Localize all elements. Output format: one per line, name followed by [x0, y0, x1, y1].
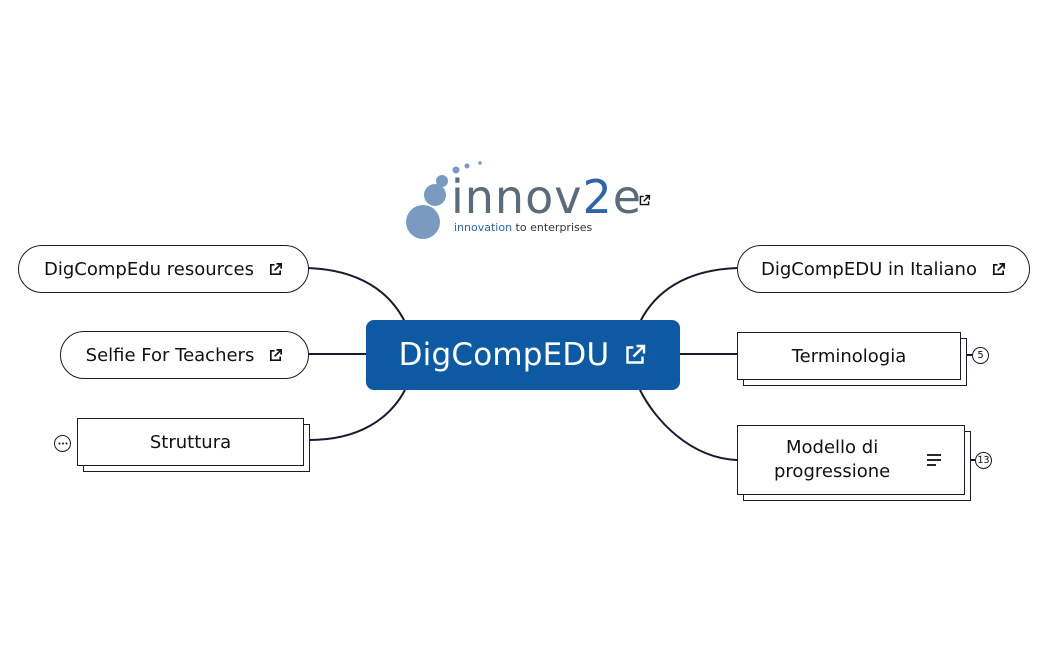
- notes-icon[interactable]: [926, 453, 942, 467]
- logo-word-digit: 2: [582, 170, 613, 224]
- ellipsis-icon[interactable]: [54, 435, 71, 452]
- logo-tagline: innovation to enterprises: [454, 221, 592, 234]
- connector-italiano: [639, 267, 738, 323]
- external-link-icon[interactable]: [268, 262, 283, 277]
- external-link-icon[interactable]: [623, 343, 647, 367]
- topic-label-line2: progressione: [774, 461, 891, 482]
- topic-label-line1: Modello di: [785, 437, 879, 458]
- topic-label: DigCompEdu resources: [44, 258, 254, 280]
- topic-label: Modello di progressione: [774, 436, 890, 484]
- central-topic[interactable]: DigCompEDU: [366, 320, 680, 390]
- logo-bubbles: [406, 161, 482, 239]
- central-topic-label: DigCompEDU: [398, 337, 610, 373]
- external-link-icon[interactable]: [991, 262, 1006, 277]
- logo-word-prefix: innov: [451, 170, 583, 224]
- logo-wordmark: innov2e: [451, 174, 642, 220]
- topic-label: Selfie For Teachers: [85, 344, 255, 366]
- subtopic-count-badge[interactable]: 5: [972, 347, 989, 364]
- logo-tag-rest: to enterprises: [512, 221, 593, 234]
- topic-selfie-for-teachers[interactable]: Selfie For Teachers: [60, 331, 309, 379]
- connector-resources: [307, 267, 406, 323]
- topic-label: DigCompEDU in Italiano: [761, 258, 977, 280]
- logo-tag-innovation: innovation: [454, 221, 513, 234]
- topic-label: Struttura: [149, 431, 232, 453]
- logo-word-suffix: e: [612, 170, 643, 224]
- subtopic-count-badge[interactable]: 13: [975, 452, 992, 469]
- topic-terminologia[interactable]: Terminologia: [737, 332, 961, 380]
- connector-modello: [639, 389, 738, 461]
- connector-struttura: [308, 389, 406, 441]
- external-link-icon[interactable]: [638, 194, 651, 207]
- topic-modello-di-progressione[interactable]: Modello di progressione: [737, 425, 965, 495]
- topic-label: Terminologia: [791, 345, 907, 367]
- innov2e-logo[interactable]: innov2e innovation to enterprises: [404, 160, 644, 242]
- topic-digcompedu-italiano[interactable]: DigCompEDU in Italiano: [737, 245, 1030, 293]
- topic-digcompedu-resources[interactable]: DigCompEdu resources: [18, 245, 309, 293]
- external-link-icon[interactable]: [268, 348, 283, 363]
- topic-struttura[interactable]: Struttura: [77, 418, 304, 466]
